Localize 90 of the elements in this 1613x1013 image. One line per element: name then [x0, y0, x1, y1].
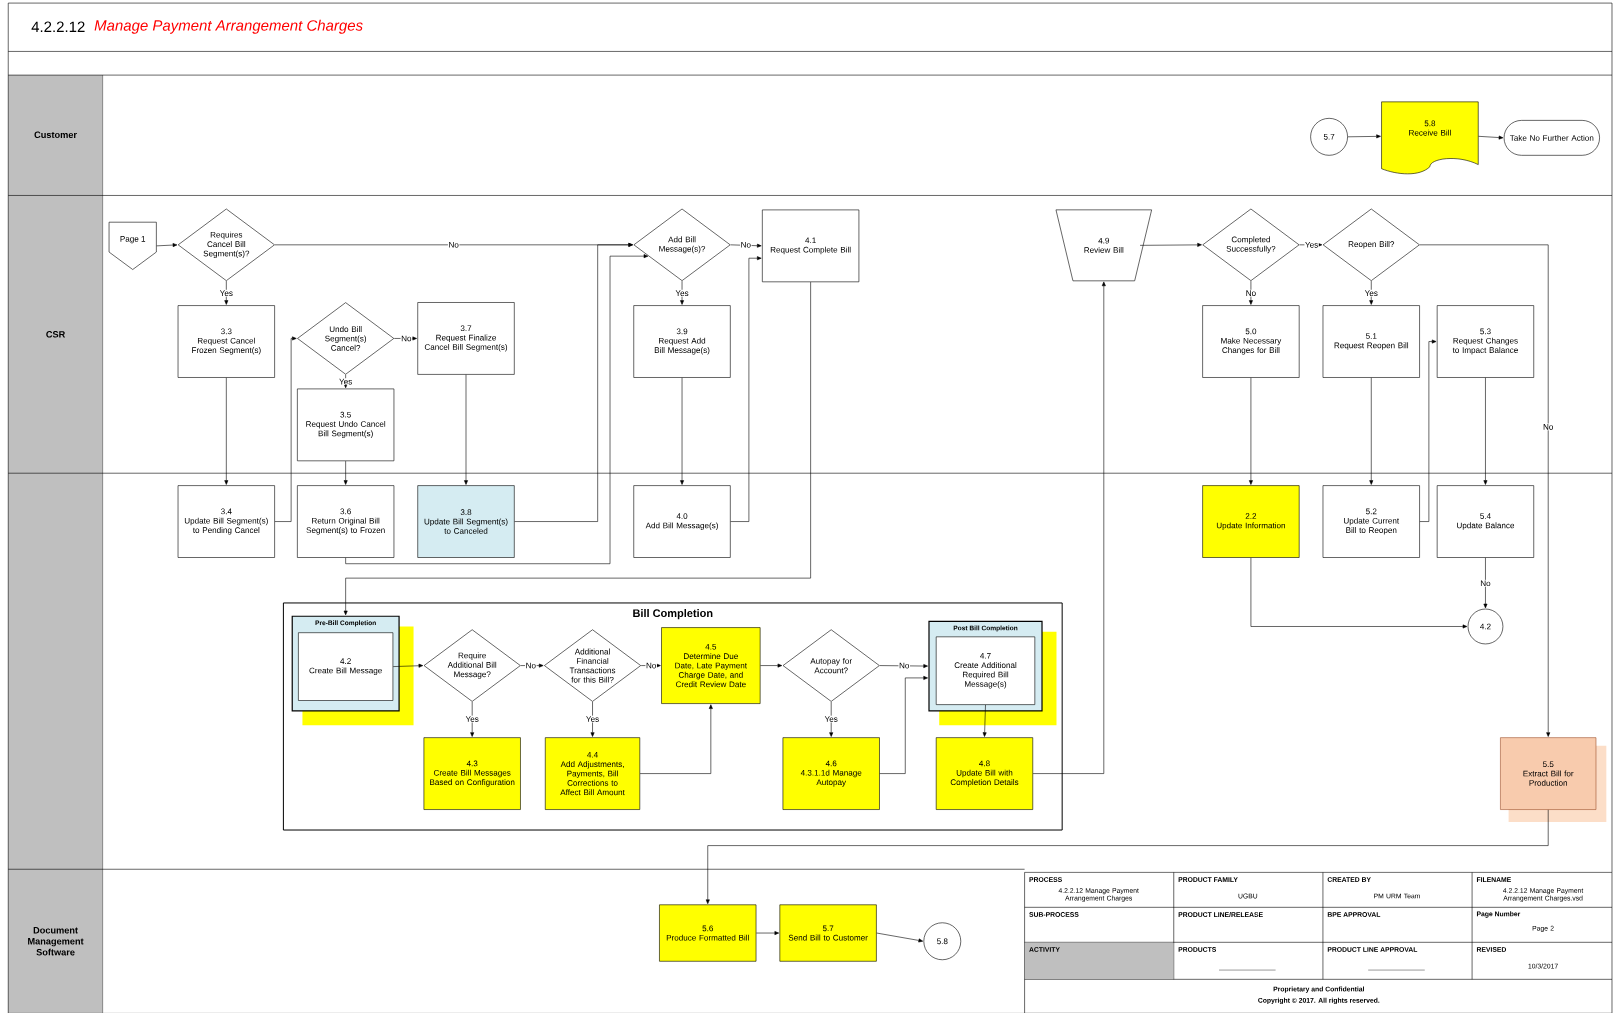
process-box: 4.3 Create Bill Messages Based on Configuration: [423, 737, 521, 810]
arrow: [1419, 244, 1551, 737]
arrow: [829, 701, 834, 737]
arrow: [982, 704, 987, 737]
arrow: [1369, 280, 1374, 305]
arrow: [1347, 134, 1381, 139]
edge-label: Yes: [219, 289, 234, 297]
swimlane-label: Customer: [34, 131, 77, 138]
process-box: 4.7 Create Additional Required Bill Message(s): [935, 636, 1036, 705]
arrow: [705, 809, 1549, 904]
arrow: [1369, 377, 1374, 485]
arrow: [756, 931, 779, 935]
edge-label: No: [898, 662, 910, 669]
process-box: 3.8 Update Bill Segment(s) to Canceled: [417, 485, 515, 558]
process-box: 4.6 4.3.1.1d Manage Autopay: [782, 737, 880, 810]
arrow: [1249, 280, 1253, 305]
process-box: 4.8 Update Bill with Completion Details: [935, 737, 1034, 810]
arrow: [1032, 281, 1106, 774]
title: Manage Payment Arrangement Charges: [94, 19, 363, 34]
arrow: [343, 281, 811, 616]
arrow: [1249, 377, 1253, 485]
edge-label: Yes: [824, 715, 839, 723]
process-box: 3.9 Request Add Bill Message(s): [633, 305, 731, 378]
arrow: [224, 377, 229, 485]
process-box: 5.6 Produce Formatted Bill: [659, 904, 757, 962]
process-box: 4.2 Create Bill Message: [298, 632, 394, 701]
arrow: [274, 336, 297, 522]
swimlane-label: CSR: [46, 330, 66, 338]
arrow: [464, 374, 468, 485]
arrow: [345, 254, 649, 564]
arrow: [730, 243, 762, 248]
arrow: [1139, 242, 1202, 247]
process-box: 4.4 Add Adjustments, Payments, Bill Corrections to Affect Bill Amount: [545, 737, 641, 810]
process-box: 5.1 Request Reopen Bill: [1322, 305, 1420, 378]
swimlane-label: Document Management Software: [28, 926, 84, 956]
edge-label: No: [1479, 579, 1492, 587]
arrow: [730, 256, 762, 522]
process-box: 5.4 Update Balance: [1436, 485, 1535, 558]
edge-label: Yes: [585, 715, 600, 723]
edge-label: Yes: [1364, 289, 1379, 297]
arrow: [224, 280, 229, 305]
arrow: [514, 242, 633, 522]
edge-label: No: [1245, 289, 1257, 297]
arrow: [470, 701, 475, 737]
arrow: [639, 704, 713, 774]
process-box: 5.2 Update Current Bill to Reopen: [1322, 485, 1420, 558]
process-box: 3.7 Request Finalize Cancel Bill Segment(s): [417, 302, 515, 375]
edge-label: No: [525, 662, 537, 669]
process-box: 4.0 Add Bill Message(s): [633, 485, 731, 558]
edge-label: No: [1542, 423, 1554, 431]
process-box: 4.1 Request Complete Bill: [762, 209, 860, 282]
process-box: 3.5 Request Undo Cancel Bill Segment(s): [297, 388, 395, 461]
process-box: 5.7 Send Bill to Customer: [779, 904, 877, 962]
arrow: [392, 663, 424, 668]
edge-label: No: [447, 241, 460, 249]
edge-label: No: [645, 662, 657, 669]
arrow: [1250, 557, 1468, 629]
manual-operation-trapezoid: 4.9 Review Bill: [1055, 209, 1152, 281]
edge-label: No: [740, 241, 752, 249]
arrow: [1483, 377, 1488, 485]
arrow: [680, 280, 684, 305]
process-box: 2.2 Update Information: [1202, 485, 1300, 558]
heading-number: 4.2.2.12: [31, 21, 85, 32]
arrow: [879, 664, 928, 668]
process-box: 5.3 Request Changes to Impact Balance: [1436, 305, 1535, 378]
terminator: Take No Further Action: [1503, 119, 1600, 156]
arrow: [1419, 339, 1437, 522]
arrow: [680, 377, 684, 485]
edge-label: Yes: [465, 715, 480, 723]
process-box: 3.6 Return Original Bill Segment(s) to Frozen: [297, 485, 395, 558]
arrow: [879, 675, 928, 774]
process-box: 3.4 Update Bill Segment(s) to Pending Cancel: [177, 485, 275, 558]
arrow: [393, 336, 417, 341]
arrow: [1483, 557, 1488, 609]
edge-label: Yes: [338, 378, 353, 385]
edge-label: No: [400, 334, 413, 342]
edge-label: Yes: [674, 289, 690, 297]
process-box: 4.5 Determine Due Date, Late Payment Charge Date, and Credit Review Date: [661, 627, 761, 704]
process-box: 3.3 Request Cancel Frozen Segment(s): [177, 305, 275, 378]
edge-label: Yes: [1304, 241, 1319, 249]
arrow: [1478, 135, 1504, 140]
process-box: 5.0 Make Necessary Changes for Bill: [1202, 305, 1300, 378]
arrow: [590, 701, 595, 737]
arrow: [520, 663, 544, 668]
process-box: 5.5 Extract Bill for Production: [1500, 737, 1607, 822]
off-page-reference: Page 1: [108, 221, 157, 270]
arrow: [760, 663, 783, 668]
arrow: [343, 460, 348, 485]
arrow: [876, 932, 923, 943]
arrow: [156, 243, 178, 247]
